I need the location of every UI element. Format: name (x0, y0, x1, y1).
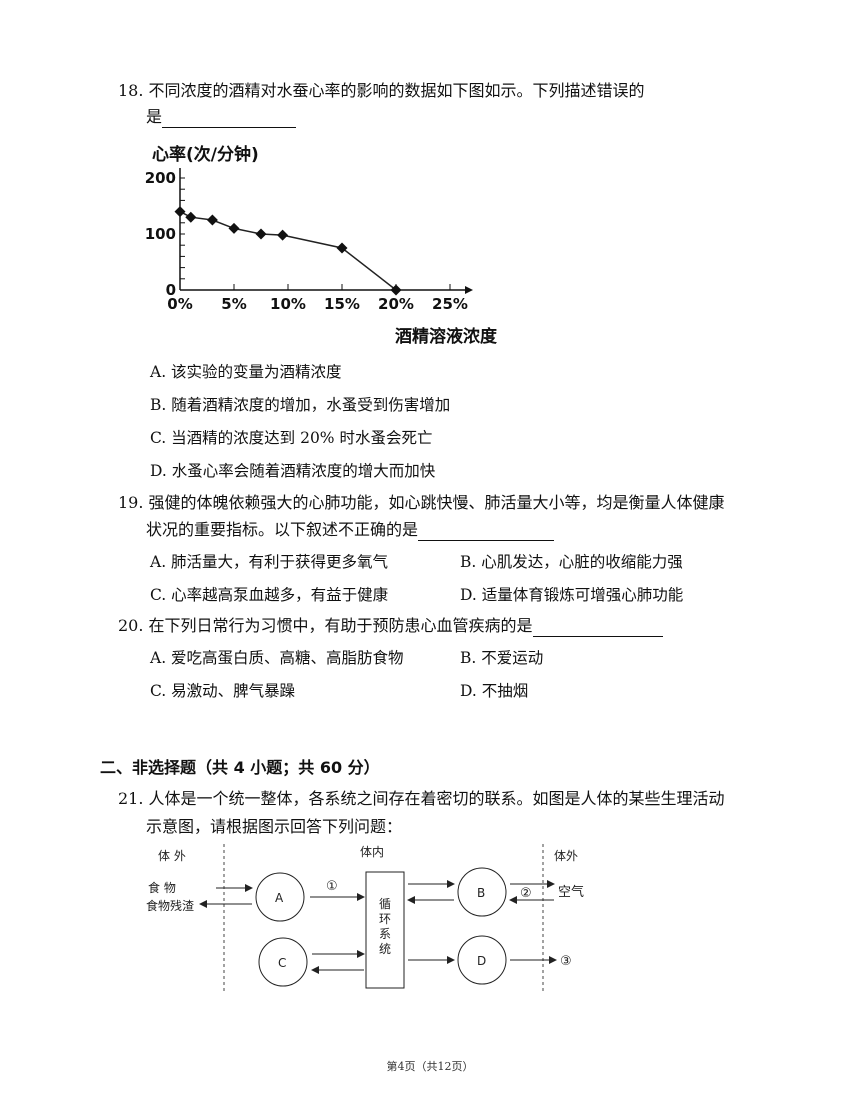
mark-1: ① (326, 879, 338, 894)
q19-answer-blank[interactable] (418, 522, 555, 541)
q18-option-c[interactable]: C. 当酒精的浓度达到 20% 时水蚤会死亡 (150, 429, 433, 447)
label-food: 食 物 (148, 880, 176, 895)
q21-stem-line2: 示意图，请根据图示回答下列问题： (146, 817, 403, 836)
chart-ylabel: 心率(次/分钟) (152, 144, 259, 165)
label-outside-left: 体 外 (158, 849, 186, 863)
data-point-marker (206, 214, 218, 226)
x-tick-label: 5% (221, 295, 246, 313)
q18-option-b[interactable]: B. 随着酒精浓度的增加，水蚤受到伤害增加 (150, 396, 451, 414)
section-title: 二、非选择题（共 4 小题；共 60 分） (100, 758, 380, 777)
node-b-label: B (477, 886, 485, 900)
node-c-label: C (278, 956, 286, 970)
q19-option-a[interactable]: A. 肺活量大，有利于获得更多氧气 (150, 553, 389, 571)
chart-xlabel: 酒精溶液浓度 (395, 326, 498, 347)
data-point-marker (174, 206, 186, 218)
chart-series-markers (174, 206, 402, 296)
q18-stem-line1: 18. 不同浓度的酒精对水蚕心率的影响的数据如下图如示。下列描述错误的 (118, 81, 645, 100)
q19-stem-line2-text: 状况的重要指标。以下叙述不正确的是 (146, 520, 419, 539)
y-tick-label: 0 (166, 281, 176, 299)
x-tick-label: 25% (432, 295, 468, 313)
label-food-residue: 食物残渣 (146, 898, 194, 913)
data-point-marker (185, 211, 197, 223)
q20-option-a[interactable]: A. 爱吃高蛋白质、高糖、高脂肪食物 (150, 649, 404, 667)
data-point-marker (228, 222, 240, 234)
node-c-circle (258, 937, 308, 987)
circulation-system-box (365, 871, 405, 989)
chart-x-axis-arrow (465, 286, 473, 294)
q20-option-c[interactable]: C. 易激动、脾气暴躁 (150, 682, 296, 700)
q18-option-a[interactable]: A. 该实验的变量为酒精浓度 (150, 363, 342, 381)
x-tick-label: 0% (167, 295, 192, 313)
q21-stem-line1: 21. 人体是一个统一整体，各系统之间存在着密切的联系。如图是人体的某些生理活动 (118, 789, 725, 808)
q18-stem-line2-text: 是 (146, 107, 163, 126)
q20-stem: 20. 在下列日常行为习惯中，有助于预防患心血管疾病的是 (118, 615, 663, 637)
mark-2: ② (520, 886, 532, 901)
q20-option-d[interactable]: D. 不抽烟 (460, 682, 529, 700)
y-tick-label: 100 (145, 225, 176, 243)
q18-option-d[interactable]: D. 水蚤心率会随着酒精浓度的增大而加快 (150, 462, 436, 480)
page-footer: 第4页（共12页） (386, 1060, 474, 1073)
q20-option-b[interactable]: B. 不爱运动 (460, 649, 544, 667)
x-tick-label: 20% (378, 295, 414, 313)
q19-stem-line2: 状况的重要指标。以下叙述不正确的是 (146, 519, 555, 541)
chart-x-ticks: 0% 5% 10% 15% 20% 25% (167, 284, 468, 313)
heart-rate-chart: 心率(次/分钟) 200 100 0 0% 5% 10% 15% 20% 25% 酒精溶液浓度 (145, 144, 498, 347)
data-point-marker (255, 228, 267, 240)
node-b-circle (457, 867, 507, 917)
q19-option-b[interactable]: B. 心肌发达，心脏的收缩能力强 (460, 553, 683, 571)
q18-stem-line2: 是 (146, 106, 297, 128)
q20-stem-text: 20. 在下列日常行为习惯中，有助于预防患心血管疾病的是 (118, 616, 533, 635)
label-air: 空气 (558, 884, 584, 900)
q18-answer-blank[interactable] (162, 109, 297, 128)
chart-y-ticks: 200 100 0 (145, 169, 176, 299)
node-a-label: A (275, 891, 284, 905)
label-inside: 体内 (360, 845, 384, 859)
x-tick-label: 15% (324, 295, 360, 313)
data-point-marker (390, 284, 402, 296)
y-tick-label: 200 (145, 169, 176, 187)
q19-option-d[interactable]: D. 适量体育锻炼可增强心肺功能 (460, 586, 684, 604)
physiology-diagram: 体 外 体内 体外 食 物 食物残渣 A ① 循环系统 B ② 空气 C D ③ (146, 844, 584, 992)
q19-option-c[interactable]: C. 心率越高泵血越多，有益于健康 (150, 586, 389, 604)
label-outside-right: 体外 (554, 849, 578, 863)
mark-3: ③ (560, 954, 572, 969)
x-tick-label: 10% (270, 295, 306, 313)
q20-answer-blank[interactable] (532, 618, 663, 637)
data-point-marker (336, 242, 348, 254)
node-d-label: D (477, 954, 486, 968)
circulation-system-label: 循环系统 (379, 897, 391, 956)
q19-stem-line1: 19. 强健的体魄依赖强大的心肺功能，如心跳快慢、肺活量大小等，均是衡量人体健康 (118, 493, 725, 512)
data-point-marker (277, 229, 289, 241)
node-a-circle (255, 872, 305, 922)
node-d-circle (457, 935, 507, 985)
